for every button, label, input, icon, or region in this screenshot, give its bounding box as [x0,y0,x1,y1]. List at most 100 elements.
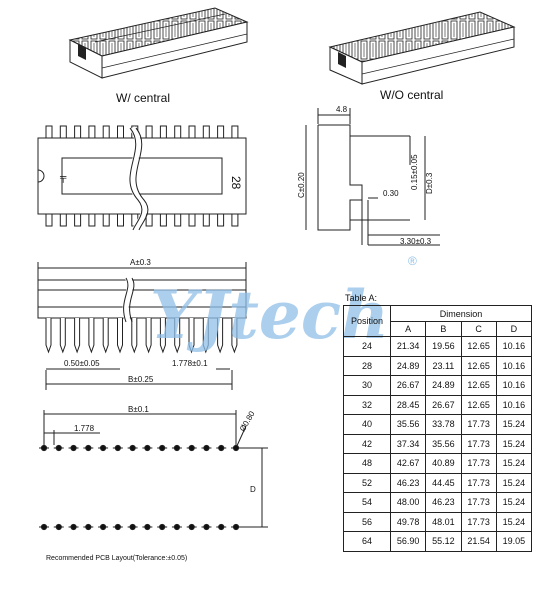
front-view-pin [88,318,95,354]
socket-side-view [305,108,440,246]
row-value-b: 19.56 [425,336,462,357]
row-value-c: 12.65 [460,375,497,396]
front-pin-width-label: 0.50±0.05 [64,359,100,368]
side-pin-spacing-label: 0.15±0.05 [410,154,419,190]
position-header: Position [343,305,391,337]
front-pitch-label: 1.778±0.1 [172,359,208,368]
row-value-b: 26.67 [425,394,462,415]
row-value-a: 49.78 [389,511,427,532]
front-view-pin [217,318,224,354]
pcb-hole [203,523,210,531]
pin1-mark: ╤ [59,172,67,183]
front-a-label: A±0.3 [130,258,151,267]
top-view-pin [88,125,96,139]
front-view-pin [59,318,66,354]
row-value-b: 44.45 [425,472,462,493]
pcb-hole [99,444,107,452]
row-value-c: 17.73 [460,492,497,513]
row-position: 30 [343,375,391,396]
caption-without-central: W/O central [380,88,443,102]
front-view-pin [117,318,123,354]
row-value-a: 35.56 [389,414,427,435]
dimension-header: Dimension [390,305,532,322]
front-view-pin [74,318,81,354]
pcb-hole [55,523,62,531]
top-view-pin [188,125,196,139]
top-view-pin [145,213,153,227]
col-header-b: B [425,321,462,337]
pcb-hole [70,523,77,531]
col-header-a: A [389,321,427,337]
front-view-pin [131,318,138,354]
pcb-hole [159,523,166,531]
top-view-pin [117,213,124,227]
pcb-hole [40,523,48,531]
socket-top-view [37,125,247,232]
row-position: 32 [343,394,391,415]
row-value-a: 37.34 [389,433,427,454]
top-view-pin [59,125,67,139]
pcb-hole [40,444,48,452]
front-view-pin [188,318,195,354]
pcb-hole [188,523,195,531]
pcb-hole [232,523,240,531]
row-value-a: 24.89 [389,355,427,376]
top-view-pin [159,125,167,139]
row-value-b: 48.01 [425,511,462,532]
front-view-pin [231,318,238,354]
side-pin-length-label: 3.30±0.3 [400,237,432,246]
top-view-pin [88,213,96,227]
row-value-c: 12.65 [460,394,497,415]
row-value-c: 17.73 [460,453,497,474]
top-view-pin [174,213,182,227]
top-view-pin [231,213,239,227]
front-view-pin [202,318,209,354]
top-view-pin [74,125,82,139]
row-position: 40 [343,414,391,435]
pcb-hole [85,444,92,452]
row-value-d: 15.24 [495,453,533,474]
pcb-hole [114,523,121,531]
row-value-c: 17.73 [460,511,497,532]
row-value-d: 15.24 [495,433,533,454]
top-view-pin [59,213,67,227]
row-value-c: 21.54 [460,531,497,552]
socket-front-view [37,262,247,390]
row-value-b: 40.89 [425,453,462,474]
row-value-a: 42.67 [389,453,427,474]
side-width-label: 4.8 [336,105,348,114]
socket-3d-without-central [328,11,516,85]
row-value-a: 26.67 [389,375,427,396]
side-height-label: C±0.20 [297,172,306,198]
table-title: Table A: [345,293,378,303]
row-position: 54 [343,492,391,513]
pcb-hole [129,444,136,452]
row-value-c: 17.73 [460,414,497,435]
row-value-d: 10.16 [495,355,533,376]
pcb-hole [188,444,195,452]
pcb-hole [159,444,166,452]
row-position: 64 [343,531,391,552]
row-value-c: 17.73 [460,472,497,493]
pcb-d-label: D [250,485,256,494]
pcb-hole [55,444,62,452]
front-view-pin [145,318,152,354]
pcb-hole [218,444,225,452]
row-value-c: 12.65 [460,336,497,357]
pin-count-mark: 28 [229,176,243,190]
row-value-a: 46.23 [389,472,427,493]
row-value-a: 48.00 [389,492,427,513]
row-value-c: 17.73 [460,433,497,454]
registered-mark: ® [408,254,417,268]
row-value-d: 15.24 [495,492,533,513]
front-view-pin [159,318,166,354]
top-view-pin [102,125,110,139]
